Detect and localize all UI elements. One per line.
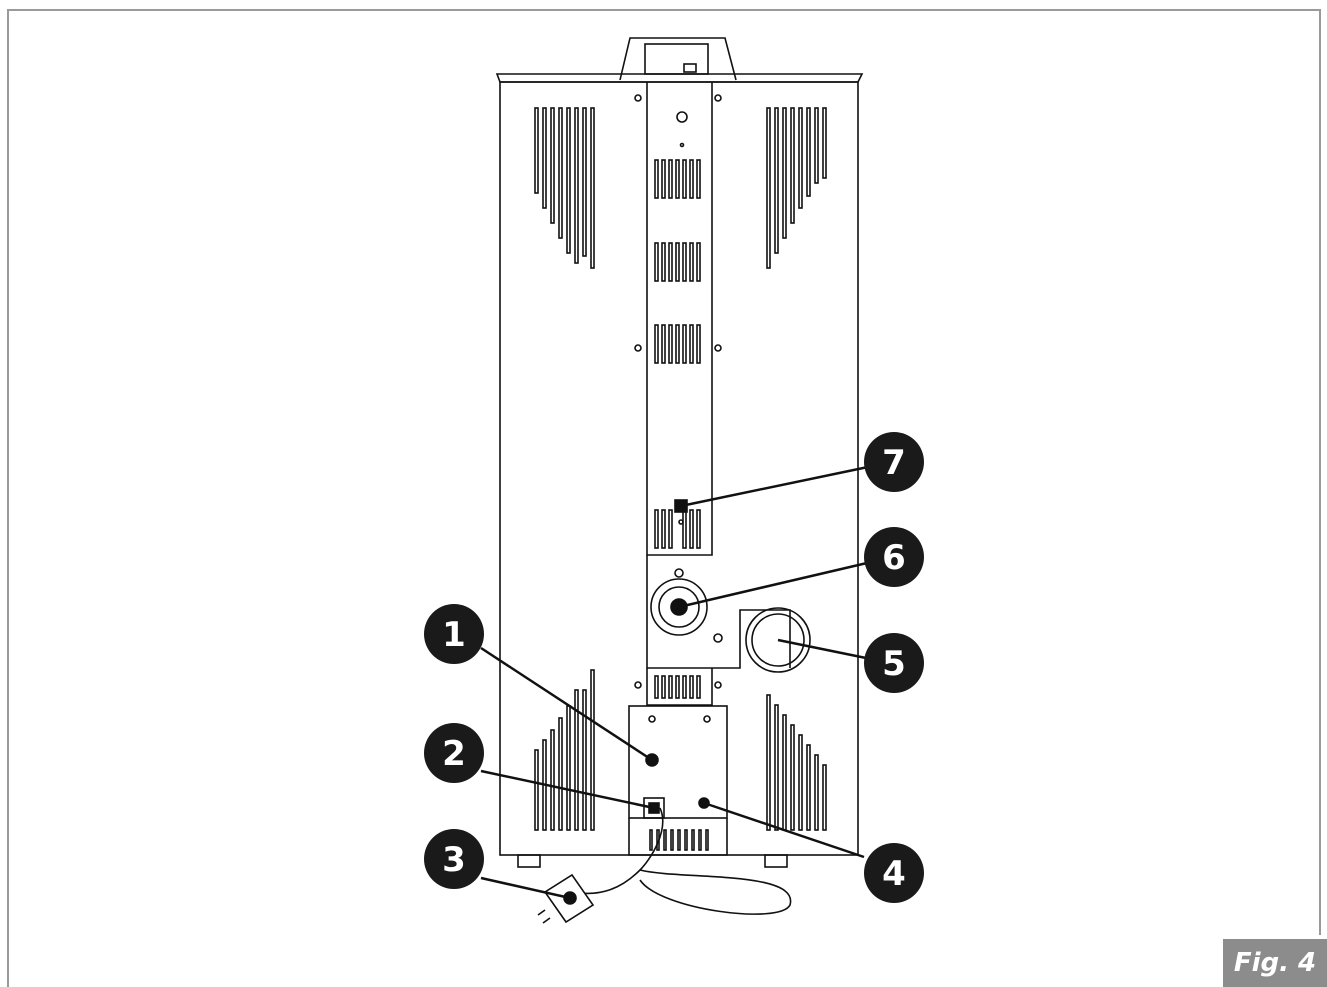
foot-left — [517, 854, 541, 868]
callout-6-number: 6 — [882, 538, 906, 578]
main-switch — [643, 797, 665, 819]
callout-3: 3 — [424, 829, 484, 889]
callout-2: 2 — [424, 723, 484, 783]
callout-1: 1 — [424, 604, 484, 664]
callout-5-number: 5 — [882, 644, 906, 684]
callout-7: 7 — [864, 432, 924, 492]
spine-vents-3 — [654, 324, 701, 364]
page-border — [7, 9, 1321, 987]
top-plate — [495, 73, 864, 83]
spine-vents-1 — [654, 159, 701, 199]
spine-vents-2 — [654, 242, 701, 282]
central-spine — [646, 82, 713, 556]
foot-right — [764, 854, 788, 868]
callout-2-number: 2 — [442, 734, 466, 774]
callout-1-number: 1 — [442, 615, 466, 655]
callout-6: 6 — [864, 527, 924, 587]
callout-7-number: 7 — [882, 443, 906, 483]
callout-5: 5 — [864, 633, 924, 693]
side-vents-upper-left — [534, 107, 595, 269]
callout-4-number: 4 — [882, 854, 906, 894]
side-vents-lower-right — [766, 694, 827, 831]
electrical-panel — [628, 705, 728, 819]
top-handle — [619, 37, 737, 81]
air-intake — [745, 607, 811, 673]
leader-lines — [480, 465, 869, 900]
spine-vents-5 — [654, 675, 701, 699]
side-vents-lower-left — [534, 669, 595, 831]
callout-4: 4 — [864, 843, 924, 903]
callout-3-number: 3 — [442, 840, 466, 880]
exhaust-outlet — [650, 568, 723, 643]
figure-label: Fig. 4 — [1223, 939, 1327, 987]
spine-vents-4 — [654, 509, 701, 549]
side-vents-upper-right — [766, 107, 827, 269]
power-cable — [579, 807, 792, 915]
